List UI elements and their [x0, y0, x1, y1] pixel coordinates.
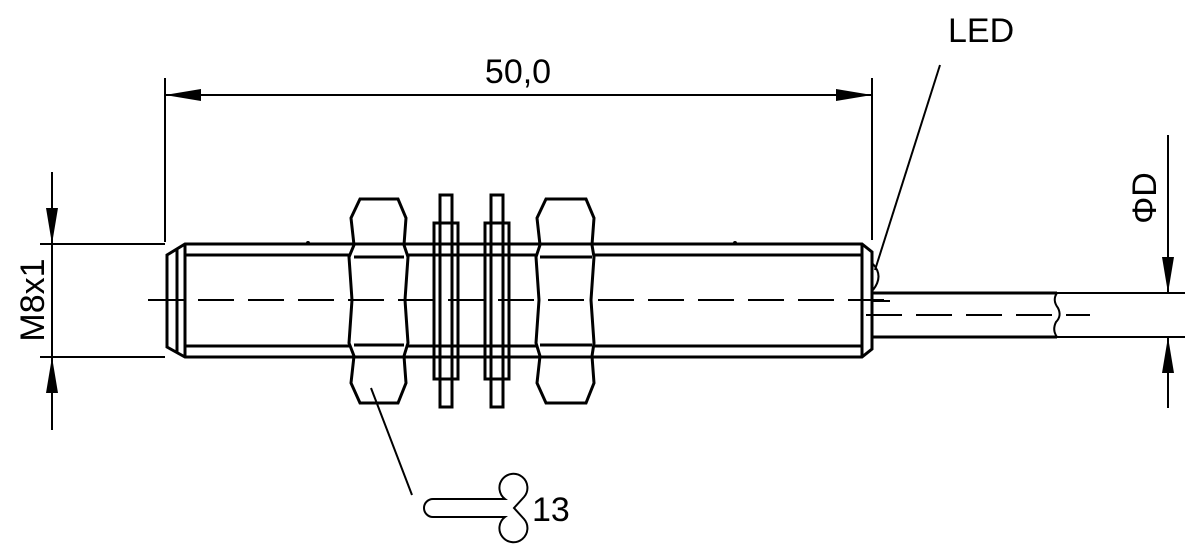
hex-nut: [347, 197, 410, 405]
hex-nut: [534, 197, 596, 405]
thread-dimension: M8x1: [14, 172, 165, 430]
cable: [866, 291, 1185, 339]
diameter-dimension: ΦD: [1126, 135, 1174, 408]
wrench-icon: [423, 472, 529, 544]
thread-label: M8x1: [14, 258, 52, 341]
diameter-label: ΦD: [1126, 172, 1164, 224]
led-indicator: LED: [872, 12, 1014, 291]
length-dimension: 50,0: [164, 53, 873, 242]
led-leader-line: [874, 64, 941, 271]
length-dimension-label: 50,0: [485, 53, 551, 91]
wrench-leader-line: [370, 387, 413, 496]
led-label: LED: [948, 12, 1014, 50]
wrench-size-label: 13: [532, 491, 570, 529]
wrench-size-callout: 13: [370, 387, 570, 544]
